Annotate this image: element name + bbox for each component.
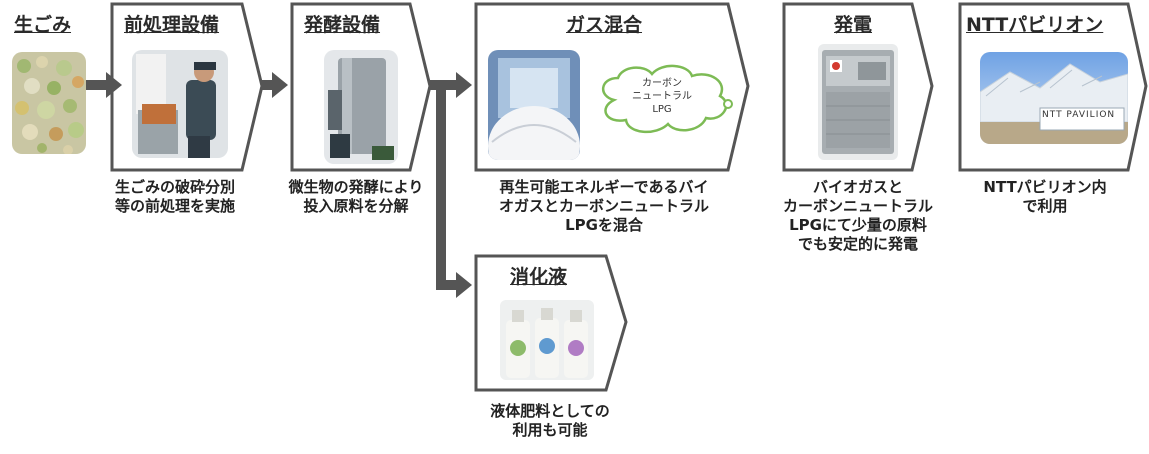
carbon-neutral-lpg-cloud [602, 64, 733, 133]
stage-title: ガス混合 [566, 14, 643, 36]
arrow-fermentation-to-gas [430, 72, 472, 98]
stage-title: 消化液 [510, 266, 568, 288]
pretreatment-frame [110, 2, 264, 172]
stage-caption: NTTパビリオン内 で利用 [983, 178, 1107, 215]
stage-title: 前処理設備 [124, 14, 220, 36]
stage-title: 発酵設備 [304, 14, 381, 36]
stage-caption: 微生物の発酵により 投入原料を分解 [288, 178, 424, 215]
fermentation-tank-photo [324, 50, 398, 164]
fertilizer-bottles-photo [500, 300, 594, 380]
stage-caption: 再生可能エネルギーであるバイ オガスとカーボンニュートラル LPGを混合 [498, 178, 709, 234]
stage-caption: 生ごみの破砕分別 等の前処理を実施 [114, 178, 235, 215]
generator-photo [818, 44, 898, 160]
arrow-pretreatment-to-fermentation [262, 72, 288, 98]
gas-bag-container-photo [488, 50, 580, 160]
pavilion-photo [980, 52, 1128, 144]
arrow-garbage-to-pretreatment [86, 72, 122, 98]
gas-mixing-frame [474, 2, 750, 172]
pavilion-sign: NTT PAVILION [1042, 110, 1116, 120]
digestate-frame [474, 254, 628, 392]
stage-caption: 液体肥料としての 利用も可能 [490, 402, 610, 439]
garbage-photo [12, 52, 86, 154]
power-frame [782, 2, 934, 172]
pretreatment-photo [132, 50, 228, 158]
fermentation-frame [290, 2, 432, 172]
cloud-label: カーボン ニュートラル LPG [632, 78, 692, 115]
stage-title: 生ごみ [14, 14, 72, 36]
arrow-branch-to-digestate [436, 88, 472, 298]
pavilion-frame [958, 2, 1148, 172]
stage-caption: バイオガスと カーボンニュートラル LPGにて少量の原料 でも安定的に発電 [782, 178, 933, 253]
stage-title: 発電 [834, 14, 873, 36]
stage-title: NTTパビリオン [966, 14, 1104, 36]
